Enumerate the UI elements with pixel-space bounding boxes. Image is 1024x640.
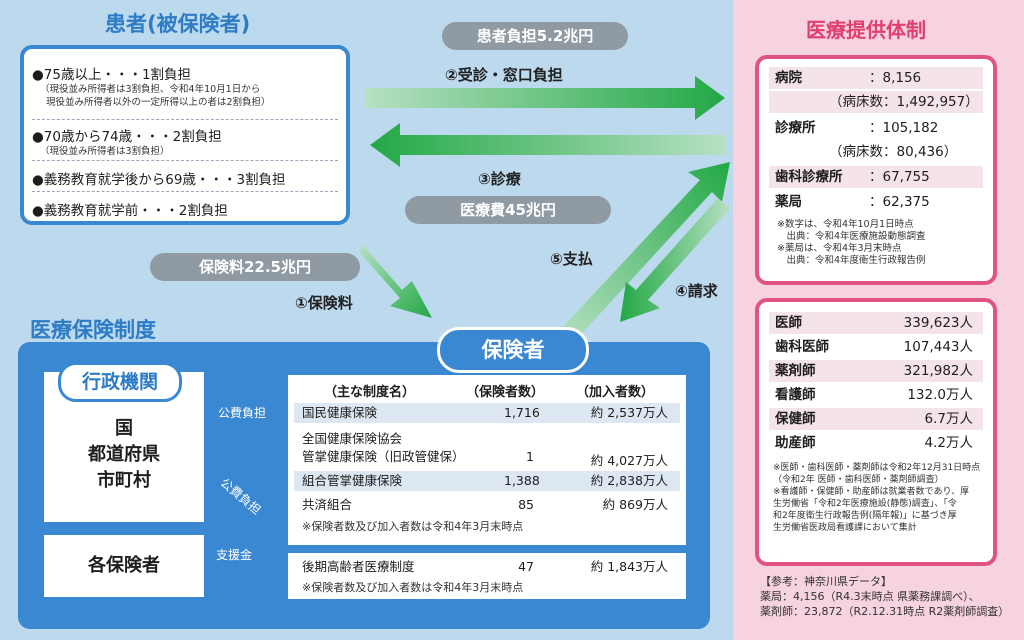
table-row: 全国健康保険協会	[302, 431, 403, 446]
gov-items: 国 都道府県 市町村	[88, 418, 160, 491]
arrow-treatment	[370, 123, 725, 167]
facility-row: 診療所：105,182	[775, 120, 939, 136]
patient-item: ●75歳以上・・・1割負担 （現役並み所得者は3割負担、令和4年10月1日から …	[32, 67, 271, 108]
patient-burden-pill: 患者負担5.2兆円	[442, 22, 628, 50]
gov-box: 行政機関 国 都道府県 市町村	[44, 362, 204, 522]
facilities-box: 病院：8,156 （病床数：1,492,957） 診療所：105,182 （病床…	[755, 55, 997, 285]
patient-item: ●義務教育就学前・・・2割負担	[32, 203, 228, 219]
step4-label: ④請求	[675, 282, 718, 300]
premium-pill: 保険料22.5兆円	[150, 253, 360, 281]
facility-row: 歯科診療所：67,755	[769, 166, 983, 188]
insurer-badge: 保険者	[437, 327, 589, 373]
arrow-premium	[360, 244, 432, 318]
step2-label: ②受診・窓口負担	[445, 66, 563, 84]
patient-item: ●70歳から74歳・・・2割負担 （現役並み所得者は3割負担）	[32, 129, 222, 157]
table-note: ※保険者数及び加入者数は令和4年3月末時点	[302, 520, 524, 533]
patients-box: ●75歳以上・・・1割負担 （現役並み所得者は3割負担、令和4年10月1日から …	[20, 45, 350, 225]
step5-label: ⑤支払	[550, 250, 593, 268]
arrow-payment	[560, 162, 730, 342]
medical-cost-pill: 医療費45兆円	[405, 196, 611, 224]
providers-title: 医療提供体制	[806, 18, 926, 42]
reference-block: 【参考：神奈川県データ】 薬局：4,156（R4.3末時点 県薬務課調べ）、 薬…	[760, 575, 1010, 618]
elderly-note: ※保険者数及び加入者数は令和4年3月末時点	[302, 581, 524, 594]
facility-notes: ※数字は、令和4年10月1日時点 出典：令和4年医療施設動態調査 ※薬局は、令和…	[777, 219, 926, 266]
facility-row: （病床数：1,492,957）	[769, 91, 983, 113]
facility-row: （病床数：80,436）	[829, 144, 958, 160]
insurance-system-title: 医療保険制度	[30, 318, 156, 342]
step1-label: ①保険料	[295, 294, 353, 312]
other-insurers-box: 各保険者	[44, 535, 204, 597]
arrow-visit	[365, 76, 725, 120]
patient-item: ●義務教育就学後から69歳・・・3割負担	[32, 172, 286, 188]
patients-title: 患者(被保険者)	[105, 12, 251, 36]
support-label: 支援金	[216, 548, 253, 562]
facility-row: 薬局：62,375	[775, 194, 930, 210]
staff-notes: ※医師・歯科医師・薬剤師は令和2年12月31日時点 （令和2年 医師・歯科医師・…	[773, 463, 981, 533]
arrow-claim	[620, 198, 730, 322]
gov-title: 行政機関	[58, 362, 182, 402]
facility-row: 病院：8,156	[769, 67, 983, 89]
step3-label: ③診療	[478, 170, 521, 188]
public-burden-label-1: 公費負担	[218, 406, 267, 420]
